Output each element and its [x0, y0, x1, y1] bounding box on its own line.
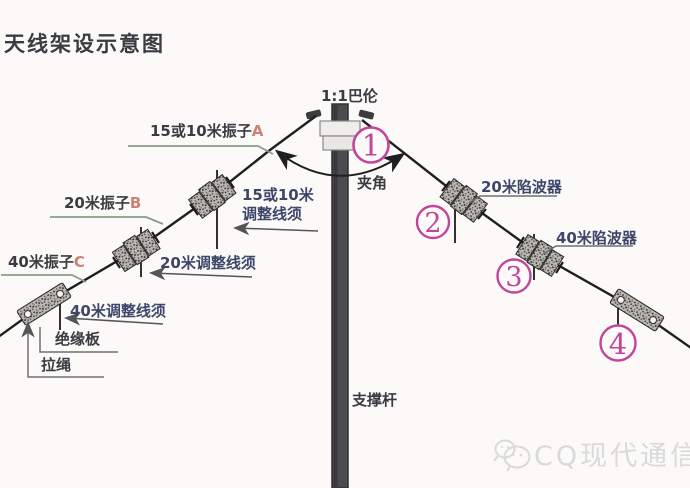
insulator-plate-left [16, 282, 72, 326]
trap-20-label: 20米陷波器 [481, 178, 562, 196]
trap-40-label: 40米陷波器 [556, 229, 637, 247]
element-c-tag: C [73, 253, 85, 271]
trap-20 [439, 177, 489, 223]
page-title: 天线架设示意图 [4, 32, 165, 56]
adjust-20-label: 20米调整线须 [160, 254, 256, 272]
leader-element-c [1, 274, 87, 283]
callout-3-digit: 3 [505, 262, 522, 293]
element-b-tag: B [129, 194, 142, 212]
callout-2: 2 [415, 204, 451, 240]
leader-trap-40 [542, 245, 633, 255]
support-pole [331, 103, 349, 488]
callout-2-digit: 2 [424, 208, 441, 239]
callout-4: 4 [599, 324, 637, 362]
leader-element-b [50, 216, 164, 225]
leader-adjust-15-10 [233, 221, 319, 236]
callout-1-digit: 1 [361, 129, 380, 164]
element-c-name: 40米振子 [8, 253, 74, 271]
adjust-15-10-line1: 15或10米 [242, 186, 314, 204]
trap-40 [515, 233, 565, 277]
callout-4-digit: 4 [609, 327, 627, 361]
element-b-label: 20米振子B [64, 194, 141, 213]
clamp-ticks [112, 176, 564, 274]
insulator-plate-right [609, 288, 665, 332]
angle-label: 夹角 [357, 174, 388, 192]
insulator-label: 绝缘板 [55, 330, 101, 348]
wire-hook-left [305, 109, 322, 120]
leader-adjust-40 [64, 312, 164, 326]
element-a-tag: A [251, 122, 264, 140]
callout-1: 1 [352, 126, 390, 164]
leader-element-a [128, 145, 274, 155]
balun-label: 1:1巴伦 [321, 87, 378, 105]
leader-adjust-20 [149, 266, 253, 281]
element-b-name: 20米振子 [64, 194, 130, 212]
watermark-text: CQ现代通信 [534, 441, 690, 472]
rope-label: 拉绳 [41, 356, 72, 374]
leader-trap-20 [468, 195, 557, 204]
balun [305, 109, 375, 151]
leader-insulator [39, 327, 118, 353]
leader-lines [1, 145, 633, 378]
element-c-label: 40米振子C [8, 253, 85, 272]
element-a-name: 15或10米振子 [150, 122, 252, 140]
adjust-15-10-label: 15或10米 调整线须 [242, 186, 314, 224]
adjust-15-10-line2: 调整线须 [242, 204, 303, 223]
callout-3: 3 [496, 258, 532, 294]
wechat-icon [493, 439, 531, 472]
adjust-40-label: 40米调整线须 [70, 302, 166, 320]
wire-hook-right [358, 109, 375, 120]
pole-label: 支撑杆 [352, 391, 398, 409]
callouts: 1 2 3 4 [352, 126, 637, 362]
element-cluster-20 [111, 228, 161, 273]
element-a-label: 15或10米振子A [150, 122, 263, 141]
element-cluster-15-10 [187, 173, 237, 219]
angle-arc [274, 149, 406, 177]
leader-rope [21, 321, 104, 378]
